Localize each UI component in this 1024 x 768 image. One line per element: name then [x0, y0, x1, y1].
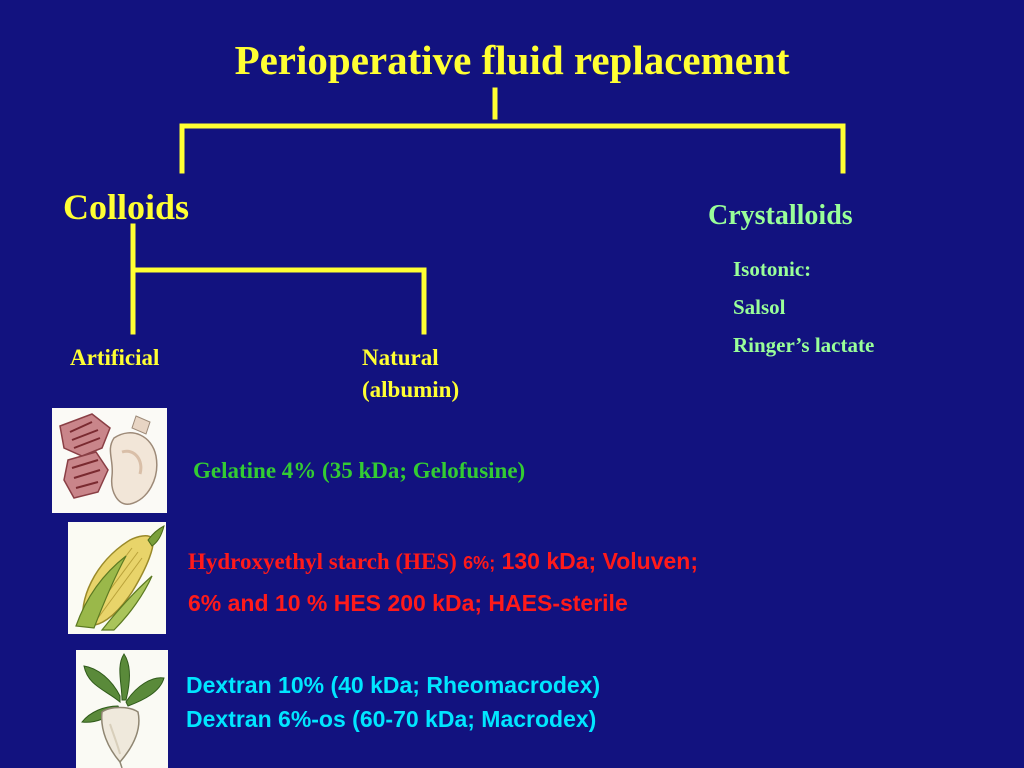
artificial-label: Artificial [70, 345, 160, 370]
natural-label-line2: (albumin) [362, 377, 460, 402]
corn-image [68, 522, 166, 634]
crystalloids-item-isotonic: Isotonic: [733, 257, 812, 281]
dextran-line-1: Dextran 10% (40 kDa; Rheomacrodex) [186, 672, 601, 698]
slide-title: Perioperative fluid replacement [234, 37, 790, 83]
dextran-line-2: Dextran 6%-os (60-70 kDa; Macrodex) [186, 706, 597, 732]
crystalloids-heading: Crystalloids [708, 200, 853, 231]
hes-line-1: Hydroxyethyl starch (HES) 6%; 130 kDa; V… [188, 548, 698, 575]
hes-voluven: 130 kDa; Voluven; [501, 548, 698, 574]
gelatine-text: Gelatine 4% (35 kDa; Gelofusine) [193, 458, 526, 483]
crystalloids-item-ringers: Ringer’s lactate [733, 333, 875, 357]
hes-name: Hydroxyethyl starch (HES) [188, 549, 457, 574]
crystalloids-item-salsol: Salsol [733, 295, 786, 319]
sugar-beet-image [76, 650, 168, 768]
colloids-heading: Colloids [63, 187, 190, 227]
hes-concentration: 6%; [463, 553, 496, 573]
natural-label-line1: Natural [362, 345, 439, 370]
gelatine-bones-image [52, 408, 167, 513]
hes-line-2: 6% and 10 % HES 200 kDa; HAES-sterile [188, 590, 628, 616]
